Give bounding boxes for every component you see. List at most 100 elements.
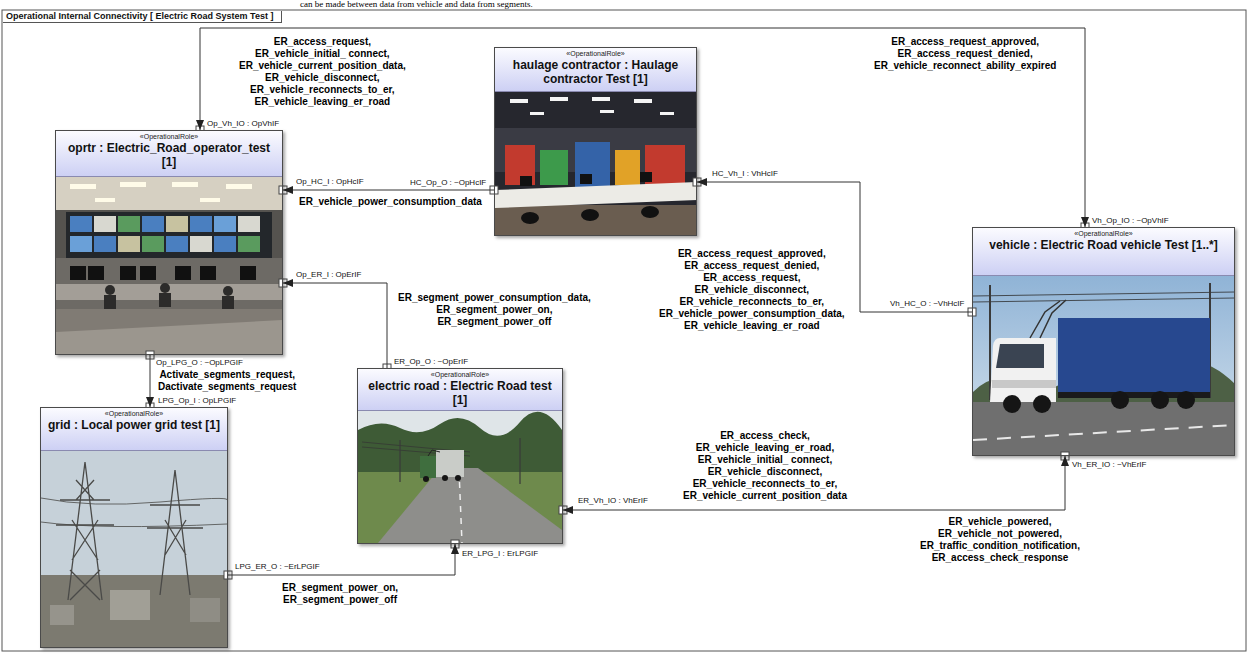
role-header: «OperationalRole»haulage contractor : Ha… bbox=[495, 48, 696, 92]
power-grid-photo bbox=[41, 575, 227, 648]
control-room-photo bbox=[104, 283, 234, 310]
label-line: ER_segment_power_on, bbox=[282, 582, 398, 594]
electric-road-photo bbox=[358, 404, 562, 543]
label-line: ER_segment_power_off bbox=[398, 316, 591, 328]
label-line: Activate_segments_request, bbox=[158, 369, 296, 381]
item-flow-label: ER_segment_power_consumption_data, ER_se… bbox=[398, 292, 591, 328]
electric-road-photo bbox=[420, 456, 436, 478]
office-photo bbox=[495, 91, 697, 236]
office-photo bbox=[592, 97, 610, 101]
label-line: ER_vehicle_power_consumption_data bbox=[299, 196, 482, 208]
control-room-photo bbox=[190, 236, 212, 252]
port-label: HC_Op_O : ~OpHcIF bbox=[410, 178, 486, 187]
electric-road-photo bbox=[400, 438, 520, 484]
power-grid-photo bbox=[110, 590, 150, 620]
power-grid-photo bbox=[41, 449, 227, 648]
item-flow-label: ER_access_request_approved, ER_access_re… bbox=[659, 248, 845, 332]
port-label: HC_Vh_I : VhHcIF bbox=[712, 169, 778, 178]
power-grid-photo bbox=[190, 598, 220, 622]
label-line: ER_vehicle_current_position_data bbox=[683, 490, 847, 502]
control-room-photo bbox=[142, 236, 164, 252]
control-room-photo bbox=[70, 266, 86, 280]
item-flow-label: ER_access_request, ER_vehicle_initial_ c… bbox=[239, 36, 406, 108]
control-room-photo bbox=[175, 266, 191, 280]
power-grid-photo bbox=[41, 462, 227, 600]
control-room-photo bbox=[200, 266, 216, 280]
office-photo bbox=[580, 174, 592, 184]
label-line: ER_segment_power_off bbox=[282, 594, 398, 606]
item-flow-label: ER_access_check, ER_vehicle_leaving_er_r… bbox=[683, 430, 847, 502]
control-room-photo bbox=[166, 236, 188, 252]
electric-road-photo bbox=[423, 476, 429, 482]
control-room-photo bbox=[95, 198, 115, 202]
control-room-photo bbox=[120, 266, 136, 280]
office-photo bbox=[495, 205, 697, 236]
operational-role-part: «OperationalRole»electric road : Electri… bbox=[357, 368, 563, 544]
control-room-photo bbox=[120, 182, 146, 187]
control-room-photo bbox=[56, 309, 282, 354]
part-name: grid : Local power grid test [1] bbox=[46, 418, 222, 432]
diagram-frame bbox=[2, 10, 1246, 651]
stereotype-label: «OperationalRole» bbox=[363, 371, 557, 379]
role-header: «OperationalRole»oprtr : Electric_Road_o… bbox=[56, 131, 282, 177]
control-room-photo bbox=[70, 216, 92, 232]
truck-photo bbox=[973, 425, 1235, 440]
truck-photo bbox=[973, 275, 1235, 456]
label-line: ER_vehicle_initial_ connect, bbox=[239, 48, 406, 60]
control-room-photo bbox=[166, 216, 188, 232]
office-photo bbox=[540, 150, 568, 185]
port-label: ER_Op_O : ~OpErIF bbox=[394, 357, 468, 366]
control-room-photo bbox=[105, 285, 115, 295]
label-line: ER_segment_power_on, bbox=[398, 304, 591, 316]
label-line: ER_vehicle_initial_ connect, bbox=[683, 454, 847, 466]
control-room-photo bbox=[118, 236, 140, 252]
electric-road-photo bbox=[459, 470, 462, 543]
electric-road-photo bbox=[378, 468, 562, 543]
stereotype-label: «OperationalRole» bbox=[500, 50, 691, 58]
label-line: ER_vehicle_powered, bbox=[920, 516, 1080, 528]
truck-photo bbox=[1030, 300, 1066, 338]
control-room-photo bbox=[140, 266, 156, 280]
electric-road-photo bbox=[423, 475, 461, 482]
port-label: Op_LPG_O : ~OpLPGIF bbox=[156, 358, 243, 367]
label-line: ER_vehicle_reconnect_ability_expired bbox=[874, 60, 1056, 72]
item-flow-connector bbox=[228, 544, 455, 575]
part-name: oprtr : Electric_Road_operator_test [1] bbox=[61, 141, 277, 169]
item-flow-label: ER_vehicle_powered, ER_vehicle_not_power… bbox=[920, 516, 1080, 564]
control-room-photo bbox=[223, 286, 233, 296]
part-name: haulage contractor : Haulage contractor … bbox=[500, 58, 691, 86]
control-room-photo bbox=[172, 182, 198, 187]
operational-role-part: «OperationalRole»oprtr : Electric_Road_o… bbox=[55, 130, 283, 355]
truck-photo bbox=[990, 338, 1056, 402]
truck-photo bbox=[1111, 391, 1129, 409]
control-room-photo bbox=[56, 320, 282, 354]
control-room-photo bbox=[118, 216, 140, 232]
label-line: ER_access_request_denied, bbox=[659, 260, 845, 272]
truck-photo bbox=[973, 292, 1235, 302]
office-photo bbox=[575, 142, 610, 187]
power-grid-photo bbox=[41, 498, 227, 527]
stereotype-label: «OperationalRole» bbox=[46, 410, 222, 418]
electric-road-photo bbox=[436, 450, 464, 477]
part-name: vehicle : Electric Road vehicle Test [1.… bbox=[978, 238, 1229, 252]
office-photo bbox=[510, 99, 528, 103]
control-room-photo bbox=[70, 266, 256, 280]
label-line: ER_vehicle_reconnects_to_er, bbox=[659, 296, 845, 308]
item-flow-connector bbox=[150, 355, 151, 407]
item-flow-connector bbox=[200, 28, 1085, 227]
office-photo bbox=[550, 97, 568, 101]
label-line: ER_access_request, bbox=[239, 36, 406, 48]
stereotype-label: «OperationalRole» bbox=[61, 133, 277, 141]
control-room-photo bbox=[56, 176, 282, 354]
control-room-photo bbox=[190, 216, 212, 232]
truck-photo bbox=[1058, 318, 1210, 392]
truck-photo bbox=[973, 275, 1235, 456]
power-grid-photo bbox=[50, 605, 74, 625]
port-label: ER_LPG_I : ErLPGIF bbox=[462, 549, 538, 558]
truck-photo bbox=[1003, 395, 1021, 413]
office-photo bbox=[660, 112, 674, 115]
electric-road-photo bbox=[358, 404, 562, 543]
label-line: ER_vehicle_leaving_er_road bbox=[239, 96, 406, 108]
office-photo bbox=[615, 150, 640, 185]
control-room-photo bbox=[222, 296, 234, 310]
